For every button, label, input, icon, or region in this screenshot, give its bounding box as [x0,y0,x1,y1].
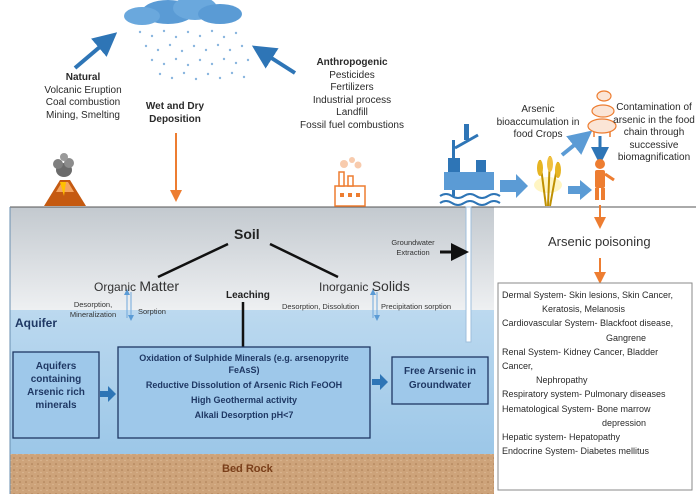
factory-icon [334,157,366,207]
person-icon [595,159,615,200]
natural-title: Natural [65,72,101,83]
processes-box: Oxidation of Sulphide Minerals (e.g. ars… [139,353,349,420]
soil-label: Soil [234,226,260,242]
natural-sources: Natural Volcanic Eruption Coal combustio… [28,72,138,122]
effect-line: Gangrene [606,332,647,343]
effect-line: Renal System- Kidney Cancer, Bladder Can… [502,346,659,372]
soil-layer [10,207,494,310]
groundwater-extraction-label: Groundwater Extraction [391,238,435,257]
effect-line: Nephropathy [536,375,588,386]
bed-rock-layer [10,454,494,494]
effect-line: Keratosis, Melanosis [542,304,626,315]
effect-line: Cardiovascular System- Blackfoot disease… [502,318,674,329]
inorganic-solids-label: Inorganic Solids [319,278,410,294]
aquifers-box: Aquifers containing Arsenic rich mineral… [27,361,85,411]
rain-cloud-icon [124,0,250,81]
contamination-label: Contamination of arsenic in the food cha… [613,102,695,163]
deposition-label: Wet and Dry Deposition [145,101,205,125]
natural-item: Mining, Smelting [46,109,120,121]
livestock-icon [587,90,617,137]
anthropogenic-item: Pesticides [329,69,375,81]
natural-item: Volcanic Eruption [44,84,122,96]
anthropogenic-item: Landfill [336,107,368,118]
effect-line: depression [602,417,647,428]
aquifers-box-shape [12,351,100,439]
effect-line: Endocrine System- Diabetes mellitus [502,446,650,457]
water-well-icon [439,124,501,206]
natural-item: Coal combustion [45,97,121,108]
effect-line: Hepatic system- Hepatopathy [502,432,621,443]
desorption-dissolution-label: Desorption, Dissolution [282,302,360,311]
effects-box-shape [497,282,693,491]
leaching-label: Leaching [226,290,270,301]
bioaccumulation-label: Arsenic bioaccumulation in food Crops [496,104,580,140]
effect-line: Hematological System- Bone marrow [502,403,651,414]
bed-rock-label: Bed Rock [222,463,273,475]
anthropogenic-item: Fossil fuel combustions [300,119,404,131]
free-arsenic-box-shape [391,356,489,405]
organic-matter-label: Organic Matter [94,278,180,294]
effect-line: Dermal System- Skin lesions, Skin Cancer… [502,290,674,300]
sorption-label: Sorption [138,307,166,316]
anthropogenic-title: Anthropogenic [316,57,388,68]
precipitation-sorption-label: Precipitation sorption [381,302,452,311]
volcano-icon [44,153,86,206]
health-effects-list: Dermal System- Skin lesions, Skin Cancer… [502,288,690,458]
anthropogenic-sources: Anthropogenic Pesticides Fertilizers Ind… [292,57,412,132]
processes-box-shape [117,346,371,439]
aquifer-label: Aquifer [15,316,57,330]
anthropogenic-item: Industrial process [312,94,392,106]
free-arsenic-box: Free Arsenic in Groundwater [404,366,476,391]
desorption-mineralization-label: Desorption, Mineralization [69,300,117,319]
arsenic-poisoning-title: Arsenic poisoning [548,234,651,249]
effect-line: Respiratory system- Pulmonary diseases [502,389,666,400]
wheat-crops-icon [534,155,562,207]
anthropogenic-item: Fertilizers [330,82,374,93]
